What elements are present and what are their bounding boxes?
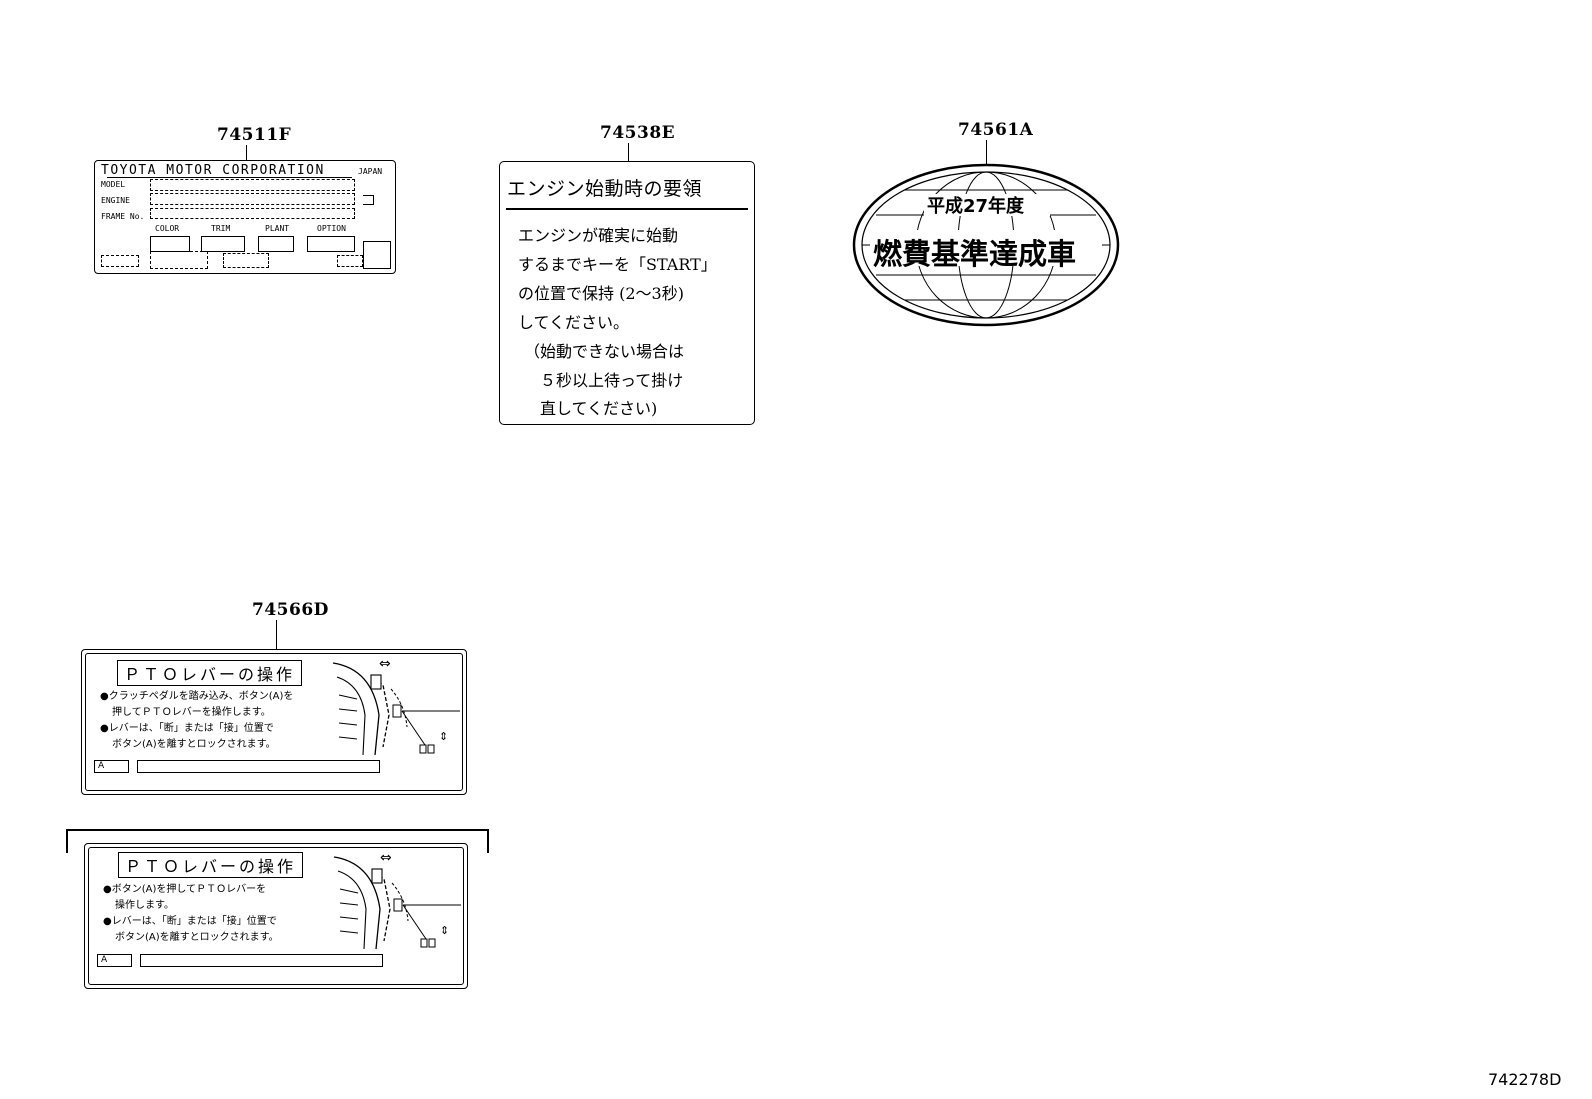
engine-field (150, 193, 355, 205)
pto-a-line-2: 押してＰＴＯレバーを操作します。 (112, 707, 271, 718)
plate-model-label: MODEL (101, 180, 126, 189)
color-field (150, 236, 190, 252)
start-line-1: エンジンが確実に始動 (518, 226, 679, 245)
start-line-5: （始動できない場合は (524, 342, 685, 361)
plate-trim-label: TRIM (211, 224, 231, 233)
start-label-title: エンジン始動時の要領 (507, 178, 703, 200)
plate-frame-label: FRAME No. (101, 212, 145, 221)
plate-plant-label: PLANT (265, 224, 290, 233)
pto-a-line-3: ●レバーは、「断」または「接」位置で (100, 723, 274, 734)
pto-title-b: ＰＴＯレバーの操作 (118, 852, 304, 878)
plate-field-d (337, 255, 363, 267)
plate-field-c (223, 253, 269, 268)
warning-icon: A (94, 760, 129, 773)
plate-underline (107, 177, 352, 178)
plant-field (258, 236, 294, 252)
pto-inner-border (88, 847, 464, 985)
fuel-badge-year: 平成27年度 (927, 196, 1025, 217)
arrow-left-right-icon: ⇔ (379, 656, 391, 672)
model-field (150, 179, 355, 191)
plate-company: TOYOTA MOTOR CORPORATION (101, 163, 325, 178)
plate-country: JAPAN (358, 167, 383, 176)
warning-text-bar (137, 760, 380, 773)
pto-b-line-4: ボタン(A)を離すとロックされます。 (115, 932, 279, 943)
plate-color-label: COLOR (155, 224, 180, 233)
pto-label-b: ＰＴＯレバーの操作 ●ボタン(A)を押してＰＴＯレバーを 操作します。 ●レバー… (84, 843, 468, 989)
pto-b-line-2: 操作します。 (115, 900, 174, 911)
plate-field-a (101, 255, 139, 267)
leader-line (628, 143, 629, 162)
plate-field-b (150, 251, 208, 269)
fuel-badge-text: 燃費基準達成車 (873, 237, 1077, 271)
title-divider (506, 208, 748, 210)
part-number-74566d: 74566D (252, 600, 329, 620)
start-line-7: 直してください) (540, 399, 658, 418)
warning-text-bar (140, 954, 383, 967)
start-line-2: するまでキーを「START」 (518, 255, 717, 274)
warning-icon: A (97, 954, 132, 967)
pto-inner-border (85, 653, 463, 791)
engine-start-label: エンジン始動時の要領 エンジンが確実に始動 するまでキーを「START」 の位置… (499, 161, 755, 425)
id-plate: TOYOTA MOTOR CORPORATION JAPAN MODEL ENG… (94, 160, 396, 274)
part-number-74538e: 74538E (600, 123, 676, 143)
pto-title-a: ＰＴＯレバーの操作 (117, 660, 303, 686)
arrow-up-down-icon: ⇕ (440, 924, 450, 937)
variant-bracket-right (487, 829, 489, 853)
leader-line (986, 140, 987, 164)
plate-field-e (363, 241, 391, 269)
leader-line (276, 620, 277, 650)
start-line-4: してください。 (518, 313, 630, 332)
part-number-74561a: 74561A (958, 120, 1034, 140)
start-line-3: の位置で保持 (2〜3秒) (518, 284, 684, 303)
pto-a-line-1: ●クラッチペダルを踏み込み、ボタン(A)を (100, 691, 294, 702)
plate-option-label: OPTION (317, 224, 346, 233)
fuel-badge-graphic (852, 163, 1120, 327)
option-field (307, 236, 355, 252)
plate-engine-label: ENGINE (101, 196, 130, 205)
pto-a-line-4: ボタン(A)を離すとロックされます。 (112, 739, 276, 750)
variant-bracket (66, 829, 488, 831)
frame-field (150, 208, 355, 219)
pto-b-line-1: ●ボタン(A)を押してＰＴＯレバーを (103, 884, 267, 895)
pto-b-line-3: ●レバーは、「断」または「接」位置で (103, 916, 277, 927)
pto-label-a: ＰＴＯレバーの操作 ●クラッチペダルを踏み込み、ボタン(A)を 押してＰＴＯレバ… (81, 649, 467, 795)
variant-bracket-left (66, 829, 68, 853)
start-line-6: ５秒以上待って掛け (540, 371, 684, 390)
plate-mark (363, 195, 374, 205)
trim-field (201, 236, 245, 252)
arrow-left-right-icon: ⇔ (380, 850, 392, 866)
pto-lever-icon (333, 856, 461, 950)
leader-line (246, 145, 247, 161)
figure-id: 742278D (1488, 1070, 1562, 1089)
pto-lever-icon (332, 662, 460, 756)
part-number-74511f: 74511F (217, 125, 292, 145)
arrow-up-down-icon: ⇕ (439, 730, 449, 743)
